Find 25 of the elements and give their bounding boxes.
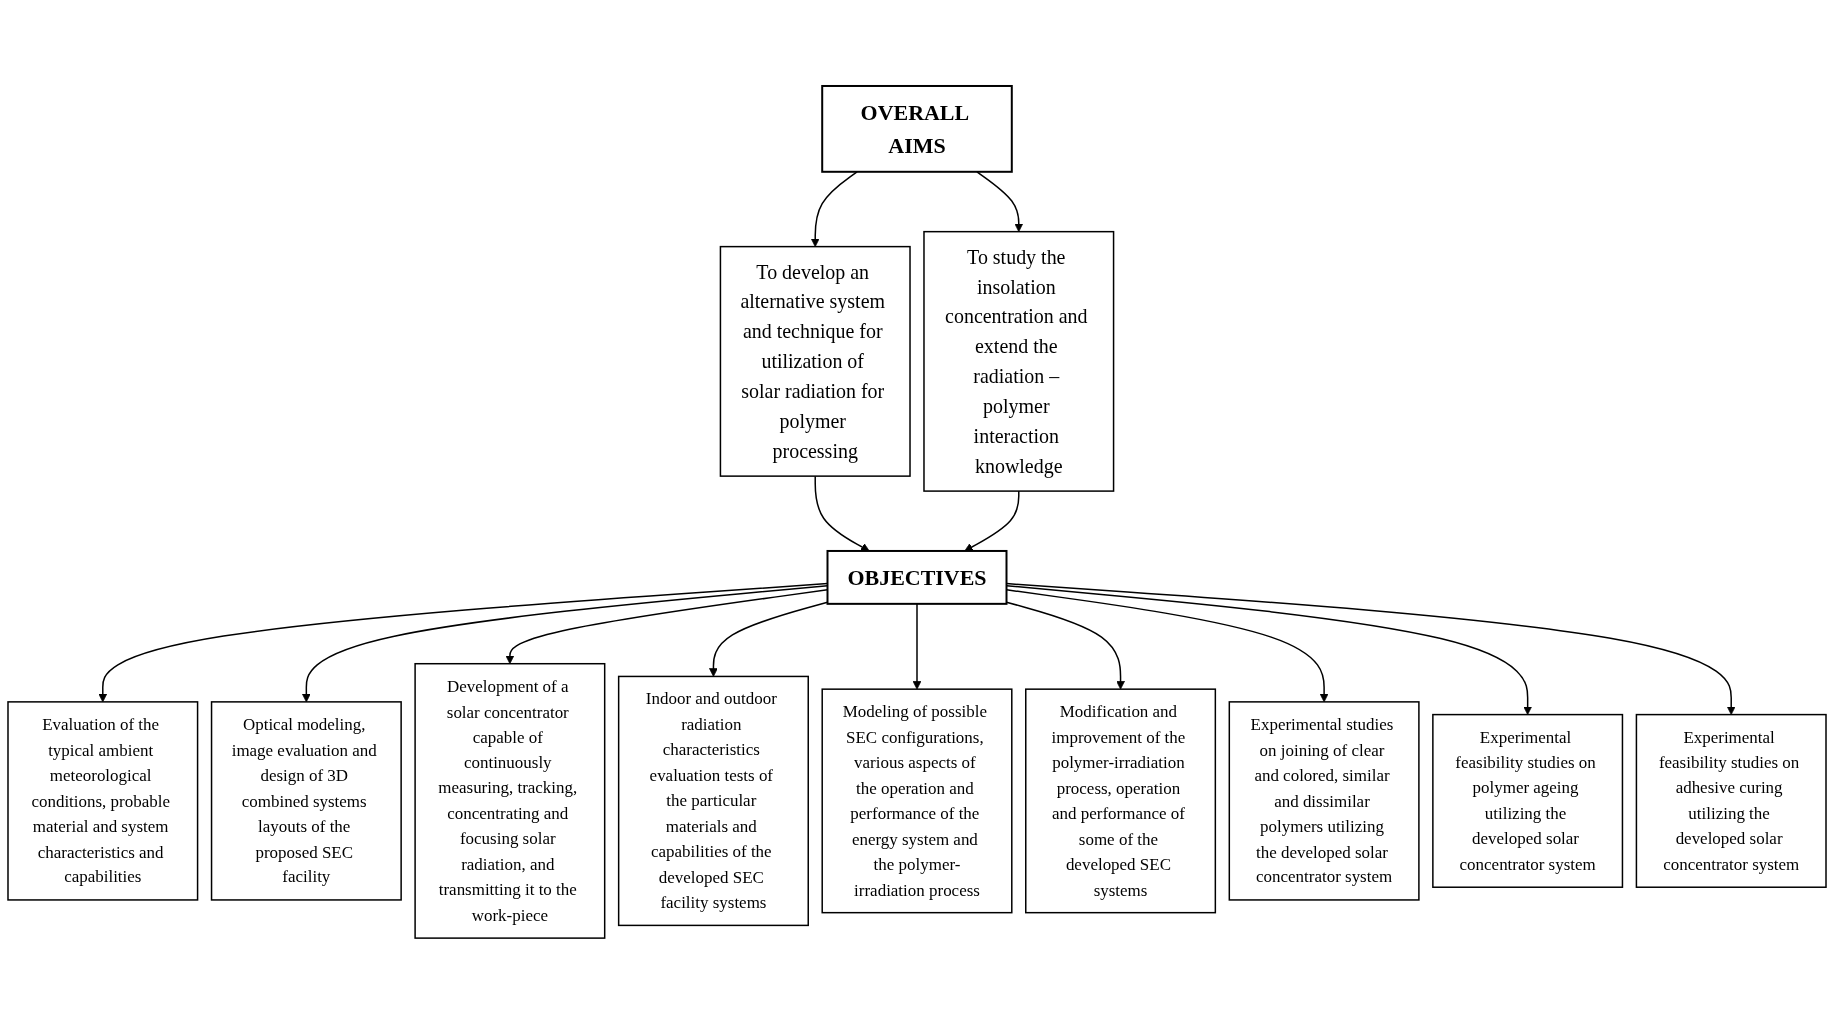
arrow <box>810 171 858 247</box>
node-box: Modification and improvement of the polymer-irradiation process, operation and performance of some of the developed SEC systems <box>1025 688 1217 914</box>
arrow <box>1005 601 1125 690</box>
node-box: OBJECTIVES <box>826 549 1008 605</box>
node-box: Experimental studies on joining of clear and colored, similar and dissimilar polymers utilizing the developed solar concentrator system <box>1228 701 1420 901</box>
arrow <box>814 475 870 552</box>
arrow <box>964 490 1020 552</box>
arrow <box>912 603 922 690</box>
arrow <box>301 584 829 703</box>
arrow <box>1005 584 1533 715</box>
arrow <box>976 171 1024 232</box>
node-box: Modeling of possible SEC configurations, various aspects of the operation and performance of the energy system and the polymer-irradiation process <box>821 688 1013 914</box>
arrow <box>1005 589 1329 703</box>
node-box: OVERALL AIMS <box>821 84 1013 173</box>
node-box: Indoor and outdoor radiation characteristics evaluation tests of the particular materials and capabilities of the developed SEC facility systems <box>617 675 809 927</box>
node-box: Evaluation of the typical ambient meteorological conditions, probable material and system characteristics and capabilities <box>7 701 199 901</box>
arrow <box>1005 582 1736 715</box>
arrow <box>709 601 829 677</box>
node-box: To develop an alternative system and technique for utilization of solar radiation for polymer processing <box>719 245 911 477</box>
node-box: To study the insolation concentration and extend the radiation – polymer interaction knowledge <box>923 230 1115 492</box>
node-box: Experimental feasibility studies on polymer ageing utilizing the developed solar concentrator system <box>1432 713 1624 888</box>
node-box: Optical modeling, image evaluation and design of 3D combined systems layouts of the proposed SEC facility <box>210 701 402 901</box>
arrow <box>98 582 829 703</box>
node-box: Development of a solar concentrator capable of continuously measuring, tracking, concentrating and focusing solar radiation, and transmitting it to the work-piece <box>414 662 606 939</box>
node-box: Experimental feasibility studies on adhesive curing utilizing the developed solar concentrator system <box>1635 713 1827 888</box>
